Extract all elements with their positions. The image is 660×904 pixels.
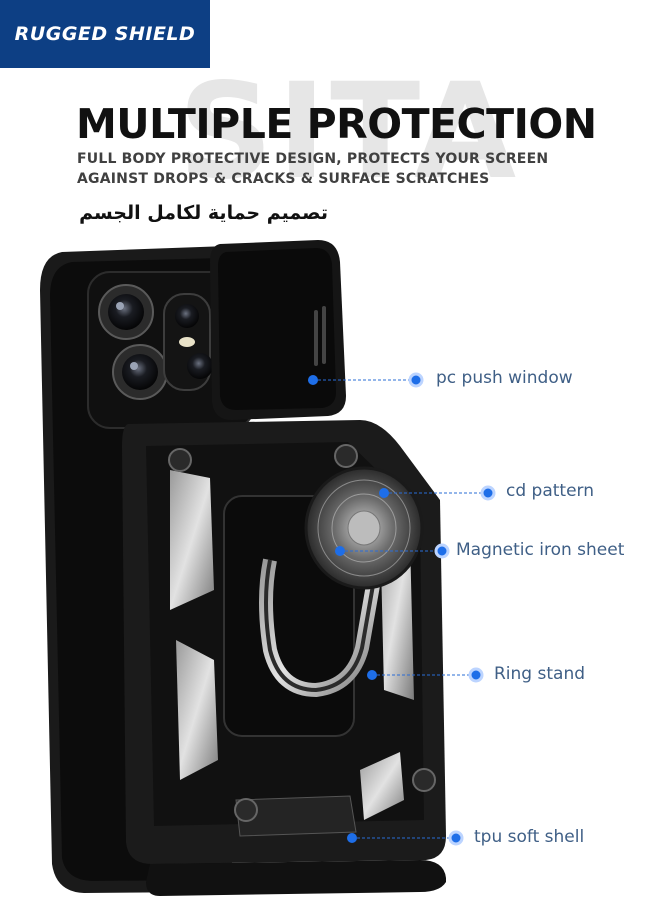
callout-dot-start-ring-stand <box>367 670 377 680</box>
callout-dot-start-pc-push-window <box>308 375 318 385</box>
push-window-slider <box>210 240 346 420</box>
callout-dot-start-magnetic-iron-sheet <box>335 546 345 556</box>
brand-banner: RUGGED SHIELD <box>0 0 210 68</box>
callout-label-magnetic-iron-sheet: Magnetic iron sheet <box>456 540 625 560</box>
callout-label-tpu-soft-shell: tpu soft shell <box>474 827 585 847</box>
brand-label: RUGGED SHIELD <box>14 23 196 45</box>
callout-dot-end-magnetic-iron-sheet <box>434 543 450 559</box>
callout-label-pc-push-window: pc push window <box>436 368 573 388</box>
cd-pattern-disc <box>304 466 424 590</box>
callout-dot-end-ring-stand <box>468 667 484 683</box>
callout-dot-end-tpu-soft-shell <box>448 830 464 846</box>
callout-dot-end-pc-push-window <box>408 372 424 388</box>
watermark-text: SITA <box>178 55 521 209</box>
callout-dot-start-tpu-soft-shell <box>347 833 357 843</box>
subtitle-line-1: FULL BODY PROTECTIVE DESIGN, PROTECTS YO… <box>77 151 549 167</box>
callout-dot-end-cd-pattern <box>480 485 496 501</box>
headline: MULTIPLE PROTECTION <box>76 100 597 148</box>
callout-label-cd-pattern: cd pattern <box>506 481 595 501</box>
subtitle-line-2: AGAINST DROPS & CRACKS & SURFACE SCRATCH… <box>77 171 490 187</box>
arabic-title: تصميم حماية لكامل الجسم <box>79 202 328 224</box>
callout-label-ring-stand: Ring stand <box>494 664 586 684</box>
ring-stand <box>259 558 383 697</box>
callout-dot-start-cd-pattern <box>379 488 389 498</box>
